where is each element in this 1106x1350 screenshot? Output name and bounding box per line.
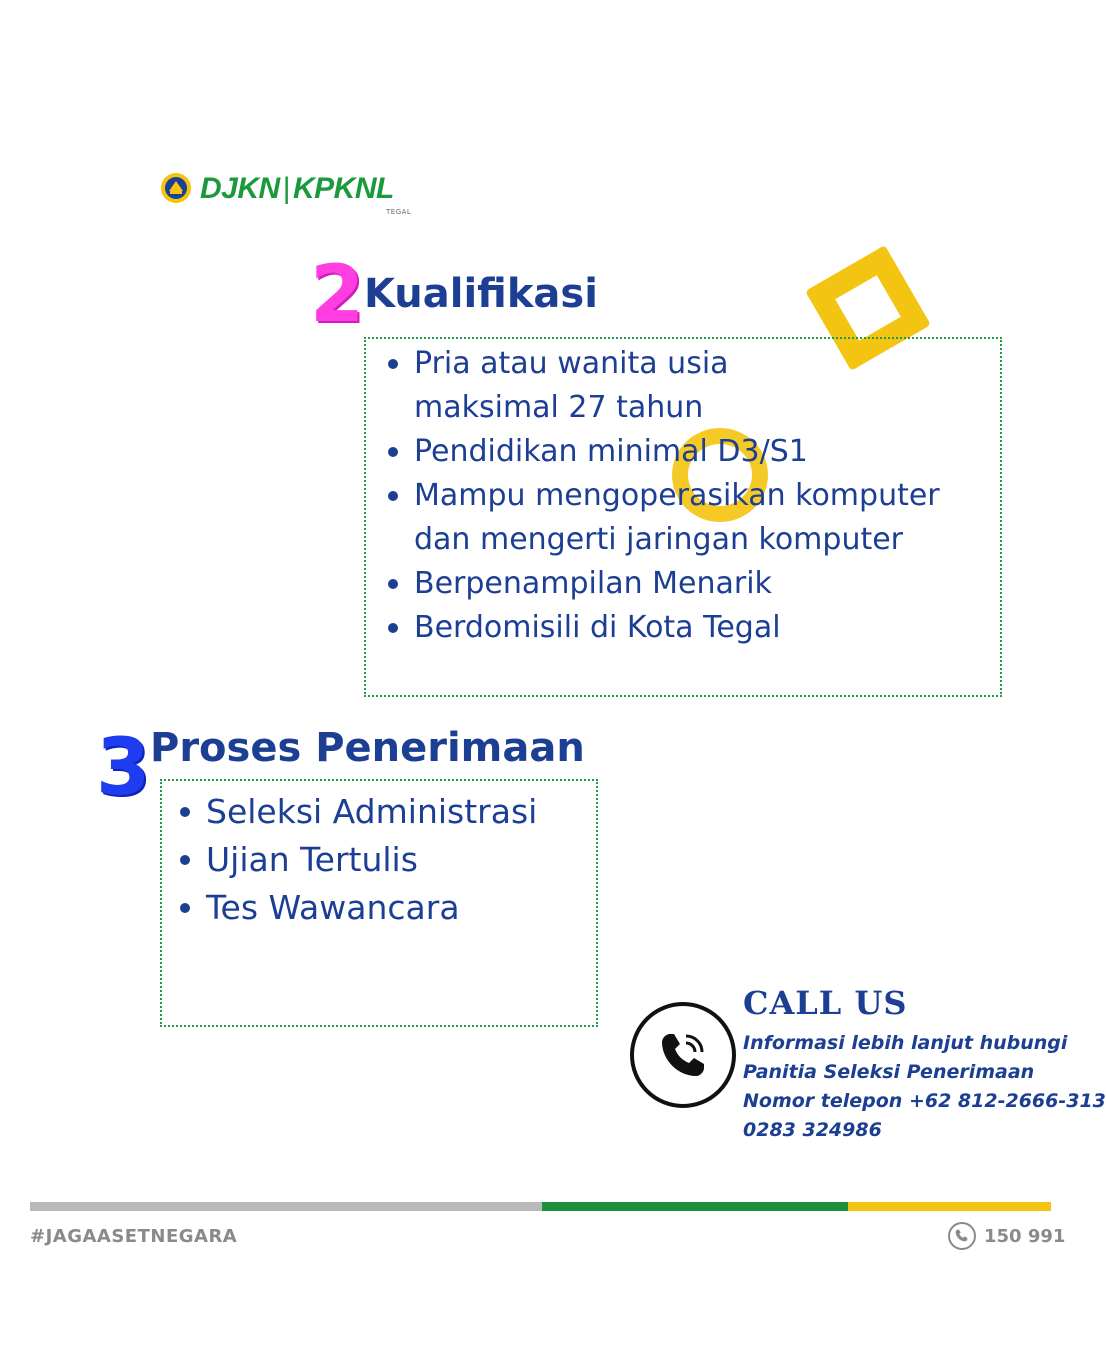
footer-bar-yellow — [848, 1202, 1051, 1211]
list-item: Mampu mengoperasikan komputer dan menger… — [384, 474, 1004, 562]
proses-list: Seleksi Administrasi Ujian Tertulis Tes … — [176, 788, 586, 932]
section-title-kualifikasi: Kualifikasi — [364, 271, 598, 317]
logo: DJKN|KPKNL TEGAL — [160, 172, 411, 218]
footer-bar-grey — [30, 1202, 542, 1211]
call-phone-number-landline[interactable]: 0283 324986 — [743, 1119, 882, 1141]
call-info-line: Panitia Seleksi Penerimaan — [743, 1061, 1035, 1083]
section-title-proses: Proses Penerimaan — [150, 725, 585, 771]
call-us-title: CALL US — [743, 984, 908, 1022]
call-info-line: Informasi lebih lanjut hubungi — [743, 1032, 1068, 1054]
proses-box — [160, 779, 598, 1027]
hotline-number: 150 991 — [984, 1225, 1066, 1247]
kualifikasi-box — [364, 337, 1002, 697]
footer-hotline[interactable]: 150 991 — [948, 1222, 1065, 1250]
list-item: Tes Wawancara — [176, 884, 586, 932]
list-item: Ujian Tertulis — [176, 836, 586, 884]
footer-hashtag: #JAGAASETNEGARA — [30, 1226, 238, 1247]
section-number-3: 3 — [96, 723, 151, 813]
kualifikasi-list: Pria atau wanita usia maksimal 27 tahun … — [384, 342, 998, 650]
list-item: Pria atau wanita usia maksimal 27 tahun — [384, 342, 784, 430]
phone-icon — [948, 1222, 976, 1250]
section-number-2: 2 — [310, 250, 365, 340]
logo-sub: TEGAL — [386, 208, 412, 216]
call-button[interactable] — [630, 1002, 736, 1108]
list-item: Seleksi Administrasi — [176, 788, 586, 836]
call-phone-number[interactable]: Nomor telepon +62 812-2666-313 — [743, 1090, 1106, 1112]
footer-bar-green — [542, 1202, 848, 1211]
logo-kpknl: KPKNL — [292, 172, 394, 205]
list-item: Berdomisili di Kota Tegal — [384, 606, 998, 650]
phone-icon — [662, 1034, 704, 1076]
list-item: Berpenampilan Menarik — [384, 562, 998, 606]
list-item: Pendidikan minimal D3/S1 — [384, 430, 998, 474]
emblem-icon — [161, 173, 191, 203]
logo-wordmark: DJKN|KPKNL — [200, 172, 394, 205]
logo-djkn: DJKN — [200, 172, 280, 205]
